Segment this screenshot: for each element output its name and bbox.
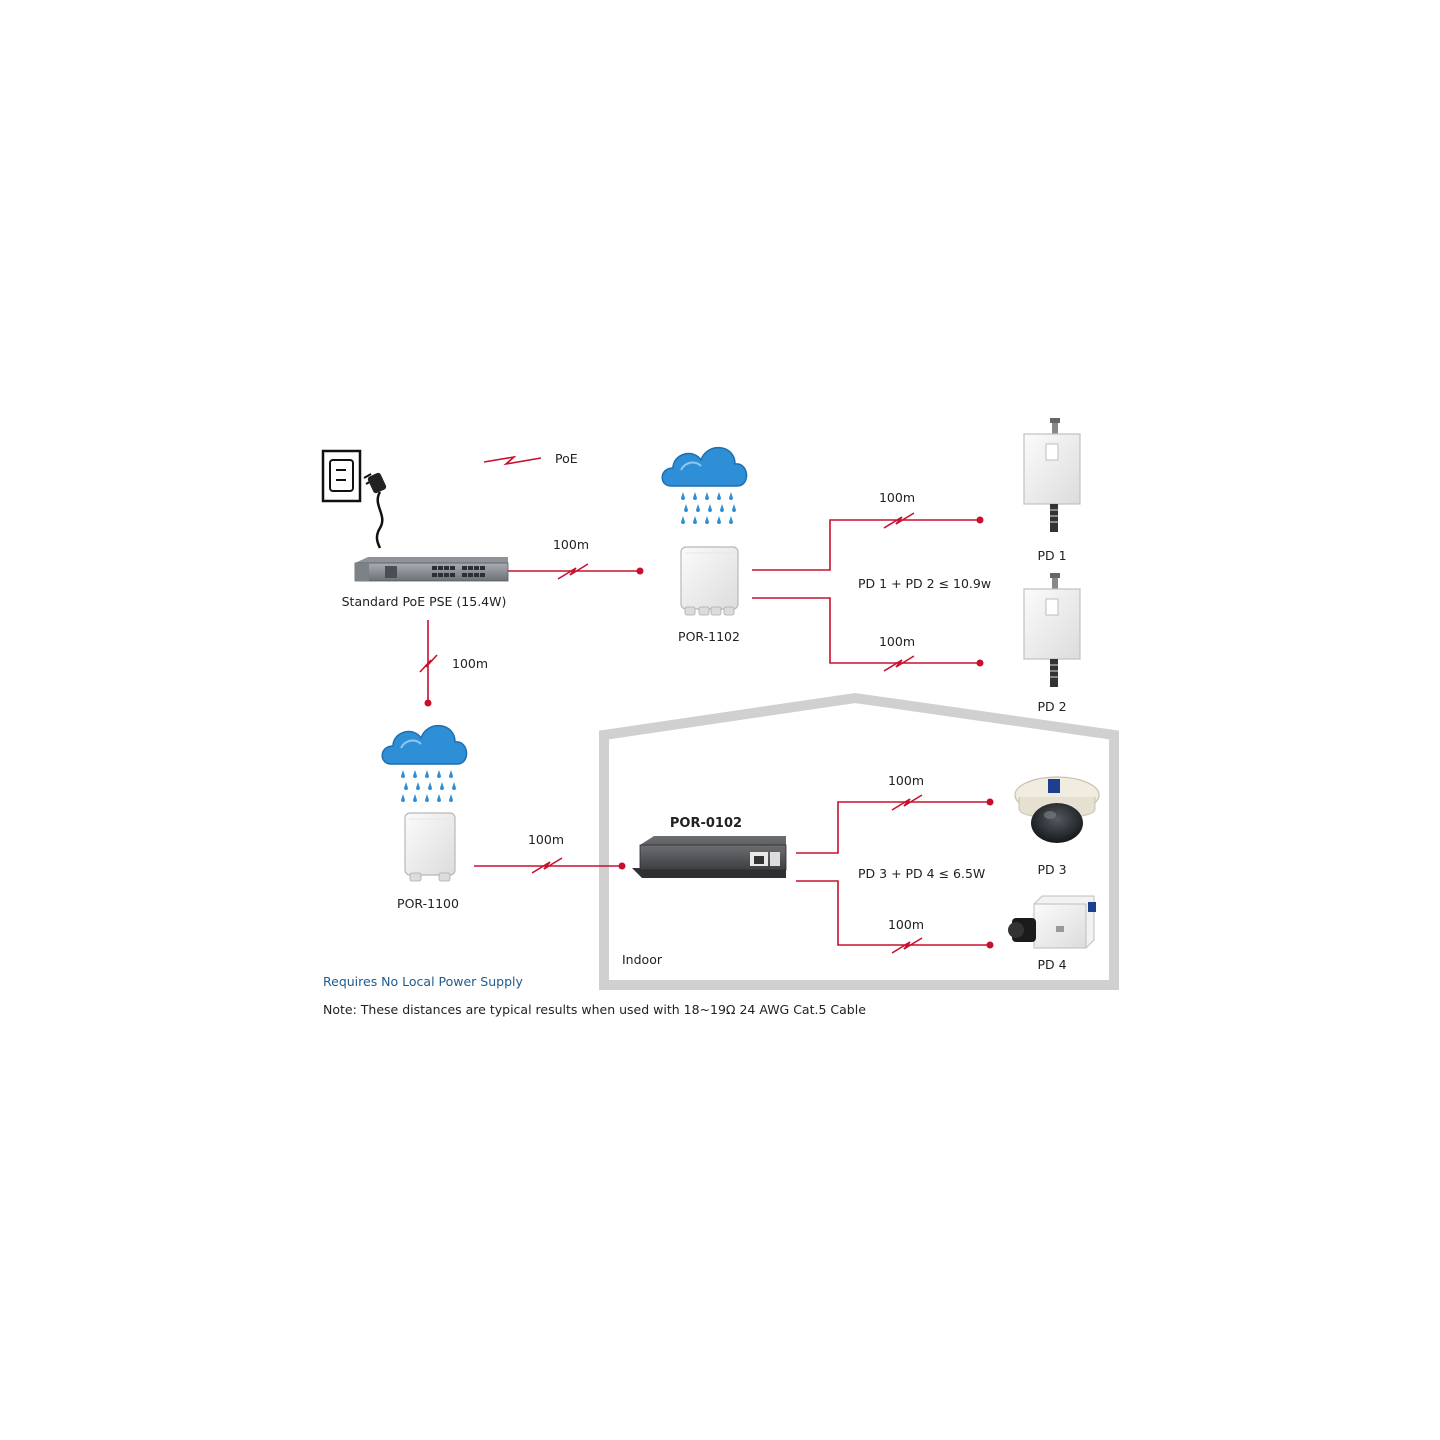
indoor-repeater-icon bbox=[632, 836, 787, 878]
power-outlet-icon bbox=[321, 449, 362, 503]
link-label-pse-por1102: 100m bbox=[553, 537, 589, 552]
note-no-local-power: Requires No Local Power Supply bbox=[323, 974, 523, 989]
device-label-pd2: PD 2 bbox=[1037, 699, 1066, 714]
indoor-house-outline bbox=[599, 692, 1119, 990]
device-label-pd4: PD 4 bbox=[1037, 957, 1066, 972]
endpoint-dot bbox=[618, 862, 626, 870]
poe-bolt-icon bbox=[891, 794, 923, 811]
outdoor-repeater-icon bbox=[404, 812, 456, 882]
rain-cloud-icon bbox=[381, 724, 468, 802]
box-camera-icon bbox=[1008, 895, 1096, 949]
endpoint-dot bbox=[986, 798, 994, 806]
poe-bolt-icon bbox=[883, 512, 915, 529]
power-plug-icon bbox=[363, 472, 387, 549]
cable-por0102-pd3 bbox=[796, 801, 990, 854]
cable-por1102-pd2 bbox=[752, 597, 980, 664]
endpoint-dot bbox=[636, 567, 644, 575]
link-label-por1100-por0102: 100m bbox=[528, 832, 564, 847]
rain-cloud-icon bbox=[661, 446, 748, 524]
poe-bolt-icon bbox=[419, 654, 438, 673]
device-label-pse: Standard PoE PSE (15.4W) bbox=[342, 594, 507, 609]
poe-bolt-icon bbox=[557, 563, 589, 580]
access-point-icon bbox=[1023, 573, 1081, 687]
poe-switch-icon bbox=[354, 557, 509, 582]
link-label-por0102-pd4: 100m bbox=[888, 917, 924, 932]
cable-por1102-pd1 bbox=[752, 519, 980, 571]
cable-endpoints bbox=[424, 516, 994, 949]
device-label-por0102: POR-0102 bbox=[670, 816, 742, 831]
dome-camera-icon bbox=[1014, 776, 1100, 843]
note-cable-distance: Note: These distances are typical result… bbox=[323, 1002, 866, 1017]
poe-bolt-icon bbox=[891, 937, 923, 954]
device-label-pd3: PD 3 bbox=[1037, 862, 1066, 877]
device-label-por1100: POR-1100 bbox=[397, 896, 459, 911]
link-label-por0102-pd3: 100m bbox=[888, 773, 924, 788]
device-label-por1102: POR-1102 bbox=[678, 629, 740, 644]
poe-bolt-icon bbox=[531, 857, 563, 874]
link-label-pse-por1100: 100m bbox=[452, 656, 488, 671]
link-label-por1102-pd2: 100m bbox=[879, 634, 915, 649]
legend-poe-label: PoE bbox=[555, 451, 578, 466]
cable-por0102-pd4 bbox=[796, 880, 990, 946]
poe-bolt-icon bbox=[483, 455, 542, 466]
poe-bolt-icon bbox=[883, 655, 915, 672]
link-label-por1102-pd1: 100m bbox=[879, 490, 915, 505]
power-budget-pd34: PD 3 + PD 4 ≤ 6.5W bbox=[858, 866, 985, 881]
device-label-pd1: PD 1 bbox=[1037, 548, 1066, 563]
endpoint-dot bbox=[986, 941, 994, 949]
power-budget-pd12: PD 1 + PD 2 ≤ 10.9w bbox=[858, 576, 991, 591]
poe-bolts bbox=[419, 455, 923, 954]
endpoint-dot bbox=[976, 659, 984, 667]
access-point-icon bbox=[1023, 418, 1081, 532]
indoor-zone-label: Indoor bbox=[622, 952, 663, 967]
endpoint-dot bbox=[424, 699, 432, 707]
outdoor-repeater-icon bbox=[680, 546, 739, 616]
endpoint-dot bbox=[976, 516, 984, 524]
